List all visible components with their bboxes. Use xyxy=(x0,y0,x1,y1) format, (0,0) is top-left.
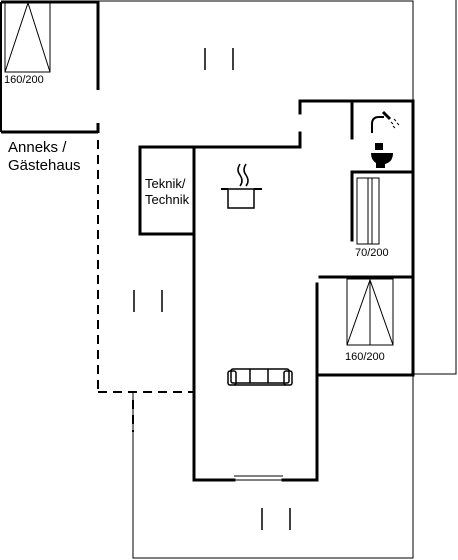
wall-left-upper xyxy=(138,131,302,236)
window-markers xyxy=(133,48,291,530)
property-outline-top xyxy=(98,0,414,100)
wall-bottom-right xyxy=(281,373,415,482)
wall-left-main xyxy=(192,145,236,482)
cooking-pot-icon xyxy=(221,163,262,209)
bed-icon xyxy=(346,278,394,346)
single-bed-size: 70/200 xyxy=(355,247,389,259)
terrace-outline xyxy=(132,374,414,559)
annex-bed-size: 160/200 xyxy=(4,74,44,86)
outline-thin-lines xyxy=(98,0,457,559)
shower-icon xyxy=(371,110,400,133)
main-house-walls xyxy=(138,99,415,482)
double-bed-size: 160/200 xyxy=(345,351,385,363)
annex-label-line1: Anneks / xyxy=(8,139,67,156)
entrance-door xyxy=(234,475,283,481)
bed-icon xyxy=(356,177,380,245)
dashed-walls xyxy=(97,140,194,432)
sofa-icon xyxy=(227,368,293,386)
bed-icon xyxy=(4,1,51,73)
property-outline-right xyxy=(412,0,457,375)
annex-building: 160/200 xyxy=(0,0,100,134)
toilet-icon xyxy=(371,143,393,168)
annex-label-line2: Gästehaus xyxy=(8,157,81,174)
wall-top-right xyxy=(298,99,415,377)
technik-label-line2: Technik xyxy=(145,192,190,207)
technik-label-line1: Teknik/ xyxy=(145,176,186,191)
